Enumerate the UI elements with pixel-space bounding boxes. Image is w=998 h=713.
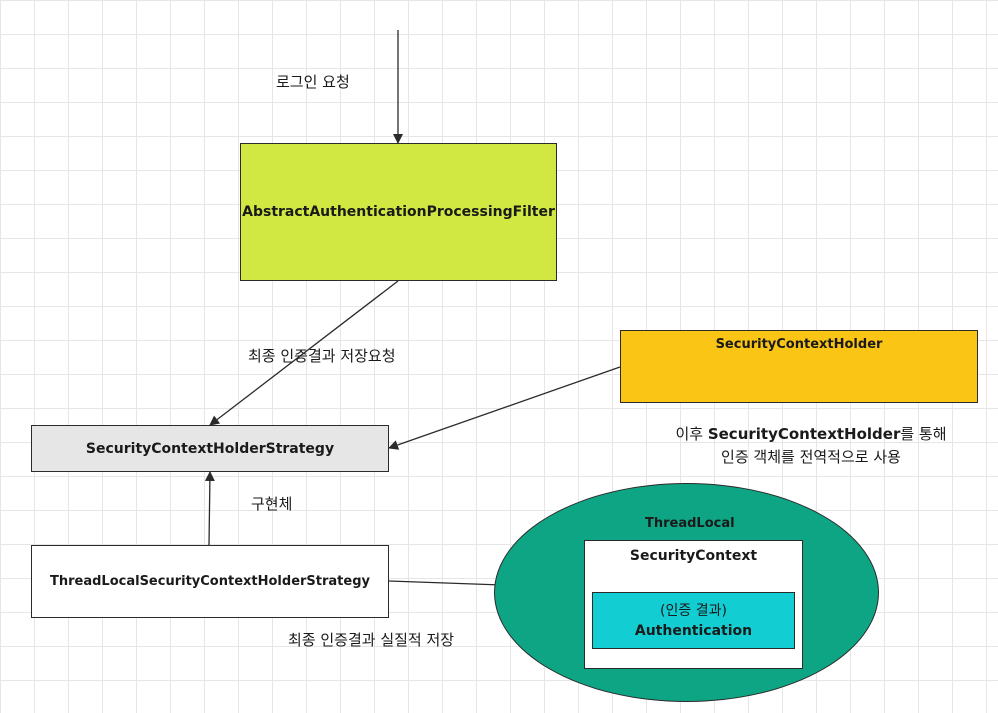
- holder-usage-line1: 이후 SecurityContextHolder를 통해: [650, 423, 972, 446]
- strategy-node-label: SecurityContextHolderStrategy: [85, 440, 335, 457]
- holder-usage-line2: 인증 객체를 전역적으로 사용: [721, 448, 901, 466]
- holder-usage-note: 이후 SecurityContextHolder를 통해 인증 객체를 전역적으…: [650, 423, 972, 469]
- holder-usage-line1-pre: 이후: [675, 425, 708, 443]
- arrow-holder-to-strategy: [388, 366, 621, 450]
- authentication-line1: (인증 결과): [660, 602, 727, 619]
- context-holder-node-label: SecurityContextHolder: [715, 337, 883, 352]
- final-save-request-label: 최종 인증결과 저장요청: [248, 347, 396, 365]
- security-context-label: SecurityContext: [629, 548, 758, 564]
- arrow-impl-to-strategy: [204, 471, 215, 546]
- holder-usage-line1-bold: SecurityContextHolder: [707, 425, 901, 443]
- filter-node: AbstractAuthenticationProcessingFilter: [240, 143, 557, 281]
- actual-save-label: 최종 인증결과 실질적 저장: [288, 631, 455, 649]
- threadlocal-strategy-node-label: ThreadLocalSecurityContextHolderStrategy: [49, 574, 370, 589]
- arrow-filter-to-strategy: [209, 280, 399, 426]
- strategy-node: SecurityContextHolderStrategy: [31, 425, 389, 472]
- filter-node-label: AbstractAuthenticationProcessingFilter: [242, 204, 555, 220]
- authentication-box: (인증 결과) Authentication: [592, 592, 795, 649]
- authentication-line2: Authentication: [634, 622, 753, 639]
- login-request-label: 로그인 요청: [276, 73, 350, 91]
- implementation-label: 구현체: [251, 495, 293, 513]
- threadlocal-label: ThreadLocal: [645, 516, 735, 531]
- holder-usage-line1-post: 를 통해: [900, 425, 947, 443]
- threadlocal-strategy-node: ThreadLocalSecurityContextHolderStrategy: [31, 545, 389, 618]
- context-holder-node: SecurityContextHolder: [620, 330, 978, 403]
